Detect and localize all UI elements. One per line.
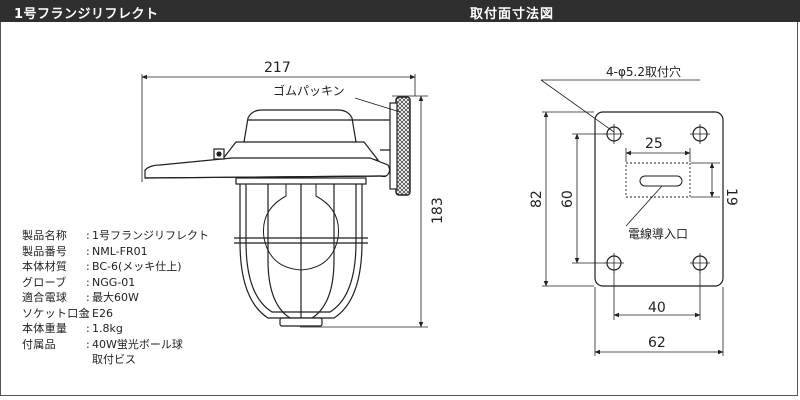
mounting-hole (690, 124, 710, 144)
dim-62-label: 62 (648, 335, 666, 351)
spec-label: 製品番号 (22, 244, 68, 258)
spec-row: ソケット口金:E26 (22, 306, 113, 320)
spec-value: 1号フランジリフレクト (92, 229, 209, 242)
mounting-hole (604, 124, 624, 144)
spec-label: 本体重量 (22, 322, 68, 335)
dim-217-label: 217 (264, 60, 291, 76)
spec-label: 製品名称 (22, 229, 68, 242)
spec-list: 製品名称:1号フランジリフレクト 製品番号:NML-FR01 本体材質:BC-6… (22, 228, 209, 368)
spec-value: NML-FR01 (92, 244, 148, 258)
spec-label: ソケット口金 (22, 306, 90, 320)
dim-25-label: 25 (645, 136, 663, 152)
gasket-label: ゴムパッキン (273, 83, 345, 98)
header-bar: 1号フランジリフレクト 取付面寸法図 (0, 0, 800, 22)
dim-82-label: 82 (529, 190, 545, 208)
lamp-side-view (141, 74, 428, 328)
spec-label: 本体材質 (22, 260, 68, 273)
spec-value: 取付ビス (92, 353, 136, 366)
spec-row: 製品番号:NML-FR01 (22, 244, 148, 258)
spec-label: 付属品 (22, 337, 56, 351)
mounting-holes-label: 4-φ5.2取付穴 (606, 64, 681, 79)
dim-183-label: 183 (430, 197, 446, 224)
spec-value: 最大60W (92, 291, 139, 304)
wire-entry-label: 電線導入口 (628, 226, 688, 241)
spec-row: 本体重量:1.8kg (22, 322, 123, 335)
spec-label: 適合電球 (22, 291, 68, 304)
dim-60-label: 60 (560, 190, 576, 208)
spec-value: 1.8kg (92, 322, 123, 335)
spec-row: 付属品:40W蛍光ボール球 (22, 337, 183, 351)
spec-row: :取付ビス (22, 352, 209, 368)
gasket-leader-line (354, 97, 401, 113)
wire-entry-region (625, 162, 691, 198)
spec-value: E26 (92, 306, 113, 320)
product-title: 1号フランジリフレクト (14, 7, 159, 22)
mounting-hole (690, 253, 710, 273)
spec-value: NGG-01 (92, 275, 136, 289)
dim-19-label: 19 (723, 188, 739, 206)
wire-entry-slot (639, 175, 683, 187)
spec-row: 適合電球:最大60W (22, 291, 139, 304)
spec-value: BC-6(メッキ仕上) (92, 260, 182, 273)
spec-label: グローブ (22, 275, 67, 289)
spec-row: グローブ:NGG-01 (22, 275, 136, 289)
mounting-plate-view (540, 79, 724, 356)
mounting-plate (594, 111, 724, 287)
mounting-hole (604, 253, 624, 273)
spec-label (22, 352, 86, 368)
spec-row: 本体材質:BC-6(メッキ仕上) (22, 260, 182, 273)
spec-row: 製品名称:1号フランジリフレクト (22, 229, 209, 242)
mounting-diagram-title: 取付面寸法図 (470, 7, 555, 22)
spec-value: 40W蛍光ボール球 (92, 337, 183, 351)
dim-40-label: 40 (648, 300, 666, 316)
